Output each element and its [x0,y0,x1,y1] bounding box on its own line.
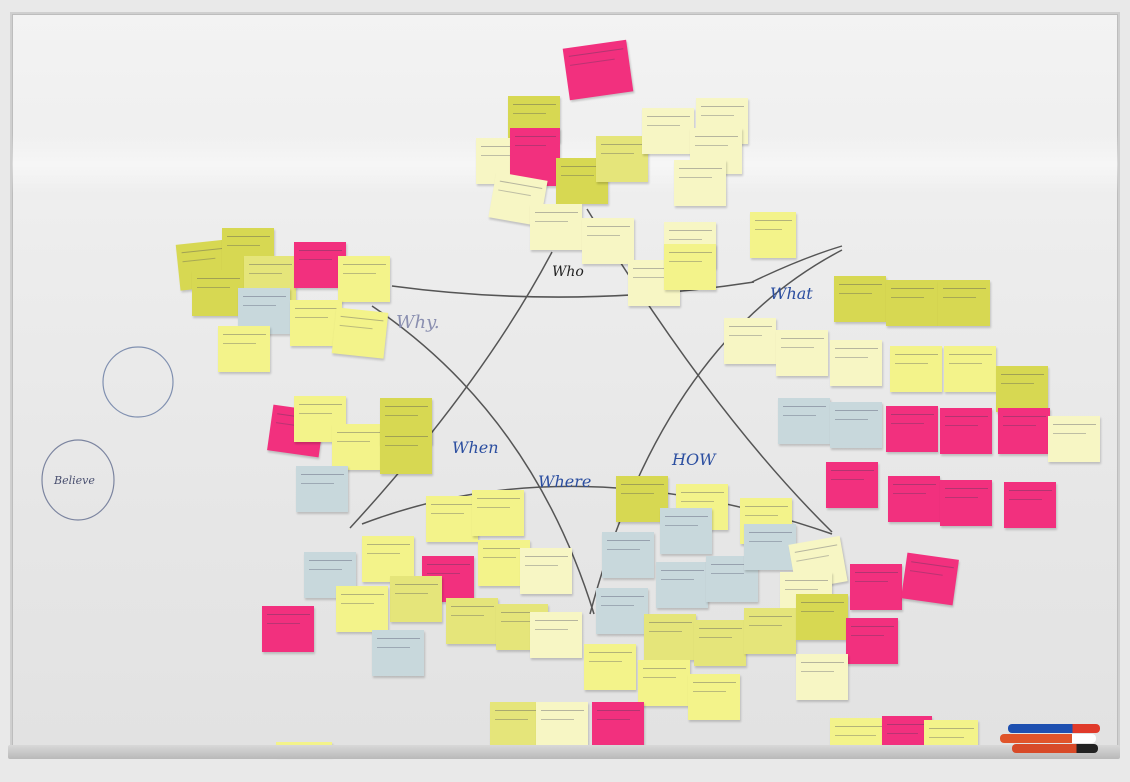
sticky-note [940,480,992,526]
sticky-note [834,276,886,322]
marker-blue [1008,724,1100,733]
marker-red [1012,744,1098,753]
sticky-note [596,136,648,182]
sticky-note [638,660,690,706]
sticky-note [332,424,384,470]
sticky-note [262,606,314,652]
sticky-note [674,160,726,206]
sticky-note [562,39,634,101]
sticky-note [888,476,940,522]
sticky-note [750,212,796,258]
sticky-note [940,408,992,454]
sticky-note [426,496,478,542]
sticky-note [372,630,424,676]
label-how: HOW [672,450,716,469]
sticky-note [536,702,588,748]
sticky-note [664,244,716,290]
sticky-note [886,406,938,452]
empty-circle [102,346,174,418]
sticky-note [1048,416,1100,462]
label-why: Why. [396,312,440,333]
sticky-note [996,366,1048,412]
sticky-note [380,428,432,474]
sticky-note [901,552,959,606]
marker-tray [8,745,1120,759]
left-cross-line [371,305,595,615]
label-who: Who [552,264,584,280]
sticky-note [886,280,938,326]
sticky-note [694,620,746,666]
label-when: When [452,438,499,457]
sticky-note [796,594,848,640]
top-right-line [751,245,843,283]
sticky-note [846,618,898,664]
sticky-note [830,402,882,448]
sticky-note [616,476,668,522]
sticky-note [850,564,902,610]
sticky-note [1004,482,1056,528]
believe-circle [41,439,115,521]
sticky-note [530,204,582,250]
sticky-note [660,508,712,554]
label-believe: Believe [54,474,95,487]
sticky-note [472,490,524,536]
label-what: What [770,284,813,303]
sticky-note [530,612,582,658]
sticky-note [938,280,990,326]
sticky-note [656,562,708,608]
sticky-note [582,218,634,264]
sticky-note [796,654,848,700]
sticky-note [490,702,542,748]
sticky-note [192,270,244,316]
sticky-note [642,108,694,154]
sticky-note [890,346,942,392]
sticky-note [596,588,648,634]
sticky-note [338,256,390,302]
sticky-note [592,702,644,748]
marker-orange [1000,734,1096,743]
label-where: Where [538,472,592,491]
sticky-note [776,330,828,376]
sticky-note [520,548,572,594]
sticky-note [830,340,882,386]
sticky-note [998,408,1050,454]
sticky-note [446,598,498,644]
sticky-note [584,644,636,690]
sticky-note [390,576,442,622]
sticky-note [331,307,389,359]
sticky-note [778,398,830,444]
sticky-note [688,674,740,720]
sticky-note [724,318,776,364]
sticky-note [602,532,654,578]
sticky-note [294,242,346,288]
sticky-note [826,462,878,508]
sticky-note [218,326,270,372]
sticky-note [644,614,696,660]
sticky-note [744,524,796,570]
sticky-note [296,466,348,512]
sticky-note [744,608,796,654]
sticky-note [336,586,388,632]
sticky-note [362,536,414,582]
sticky-note [944,346,996,392]
